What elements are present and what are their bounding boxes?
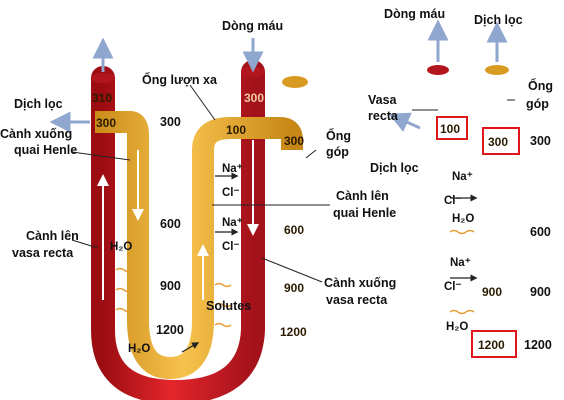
leader-line xyxy=(189,84,216,121)
osm-300-right: 300 xyxy=(530,134,551,148)
diffusion-line xyxy=(214,282,232,288)
ion-arrow xyxy=(181,342,200,353)
box-value-100: 100 xyxy=(440,122,460,136)
osm-1200-left: 1200 xyxy=(156,323,184,337)
label-descending-henle-2: quai Henle xyxy=(14,143,77,157)
tube-value-100: 100 xyxy=(226,123,246,137)
highlight-box-1200 xyxy=(471,330,517,358)
osm-600-left: 600 xyxy=(160,217,181,231)
label-blood-flow: Dòng máu xyxy=(222,19,283,33)
label-descending-vasa-2: vasa recta xyxy=(326,293,388,307)
ion-na-right-2: Na⁺ xyxy=(450,257,471,269)
ion-h2o-right-2: H₂O xyxy=(446,321,468,333)
box-value-1200: 1200 xyxy=(478,338,505,352)
duct-value-900: 900 xyxy=(284,281,304,295)
label-ascending-henle-2: quai Henle xyxy=(333,206,396,220)
label-filtrate: Dịch lọc xyxy=(14,97,63,111)
ion-cl-1: Cl⁻ xyxy=(222,187,240,199)
leader-line xyxy=(71,239,99,249)
label-collecting-right-2: góp xyxy=(526,97,549,111)
duct-value-300: 300 xyxy=(284,134,304,148)
ion-cl-2: Cl⁻ xyxy=(222,241,240,253)
label-blood-flow-right: Dòng máu xyxy=(384,7,445,21)
label-collecting-duct-2: góp xyxy=(326,145,349,159)
highlight-box-300 xyxy=(482,127,520,155)
osm-1200-right: 1200 xyxy=(524,338,552,352)
label-ascending-vasa-1: Cành lên xyxy=(26,229,79,243)
duct-value-1200: 1200 xyxy=(280,325,307,339)
label-filtrate-top-right: Dịch lọc xyxy=(474,13,523,27)
diffusion-line xyxy=(449,309,475,315)
ion-h2o-2: H₂O xyxy=(128,343,150,355)
duct-value-900-right: 900 xyxy=(482,285,502,299)
label-vasa-recta-2: recta xyxy=(368,109,399,123)
label-collecting-duct-1: Ống xyxy=(326,128,351,143)
diffusion-line xyxy=(214,322,232,328)
label-descending-vasa-1: Cành xuống xyxy=(324,276,396,290)
osm-900-right: 900 xyxy=(530,285,551,299)
ion-na-right-1: Na⁺ xyxy=(452,171,473,183)
vasa-recta-loop xyxy=(91,60,265,400)
ion-na-1: Na⁺ xyxy=(222,163,243,175)
loop-of-henle xyxy=(95,111,303,379)
duct-cap xyxy=(282,76,308,88)
label-collecting-right-1: Ống xyxy=(528,78,553,93)
label-distal-tubule: Ống lượn xa xyxy=(142,72,218,87)
label-ascending-henle-1: Cành lên xyxy=(336,189,389,203)
label-filtrate-right: Dịch lọc xyxy=(370,161,419,175)
box-value-300: 300 xyxy=(488,135,508,149)
osm-600-right: 600 xyxy=(530,225,551,239)
tube-value-300-left: 300 xyxy=(96,116,116,130)
diffusion-line xyxy=(115,287,133,293)
filtrate-in-arrow-right xyxy=(388,112,421,132)
tube-value-300-red: 300 xyxy=(244,91,264,105)
label-ascending-vasa-2: vasa recta xyxy=(12,246,74,260)
leader-line xyxy=(261,257,323,283)
osm-900-left: 900 xyxy=(160,279,181,293)
ion-cl-right-2: Cl⁻ xyxy=(444,281,462,293)
label-descending-henle-1: Cành xuống xyxy=(0,127,72,141)
duct-cap-right xyxy=(485,65,509,75)
ion-h2o-1: H₂O xyxy=(110,241,132,253)
diffusion-line xyxy=(214,302,232,308)
diffusion-line xyxy=(115,307,133,313)
ion-na-2: Na⁺ xyxy=(222,217,243,229)
duct-value-600: 600 xyxy=(284,223,304,237)
vasa-cap-right xyxy=(241,67,265,77)
tube-value-310: 310 xyxy=(92,91,112,105)
diffusion-line xyxy=(449,229,475,235)
label-solutes: Solutes xyxy=(206,299,251,313)
leader-line xyxy=(71,151,131,161)
osm-300-left: 300 xyxy=(160,115,181,129)
leader-line xyxy=(305,149,317,159)
label-vasa-recta-1: Vasa xyxy=(368,93,398,107)
ion-h2o-right-1: H₂O xyxy=(452,213,474,225)
vasa-cap-right-diagram xyxy=(427,65,449,75)
diffusion-line xyxy=(115,267,133,273)
vasa-cap-left xyxy=(91,73,115,83)
highlight-box-100 xyxy=(436,116,468,140)
ion-cl-right-1: Cl⁻ xyxy=(444,195,462,207)
